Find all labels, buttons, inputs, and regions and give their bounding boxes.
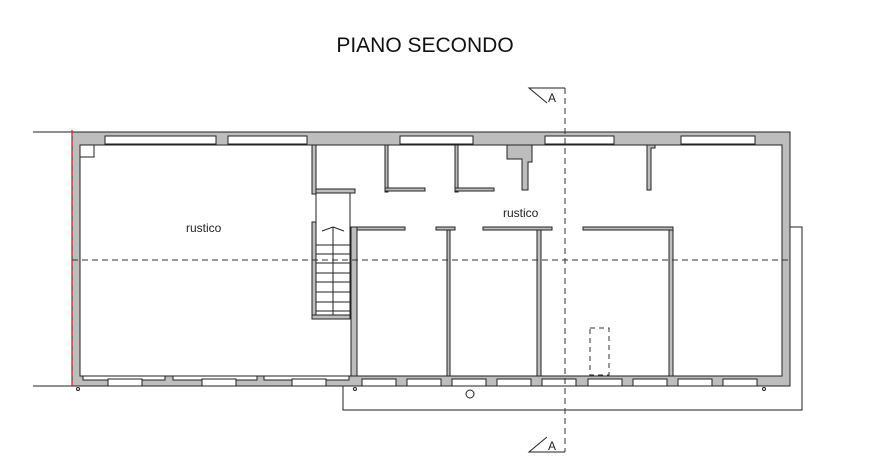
room-label: rustico [186,221,222,235]
wall [311,221,317,320]
wall [454,144,459,193]
window [541,378,577,387]
room-label: rustico [503,206,539,220]
wall [384,187,426,192]
balcony-outline [342,226,803,411]
wall [435,226,456,231]
window [406,378,442,387]
window [361,378,397,387]
hidden-element-outline [589,327,610,376]
window [587,378,623,387]
window [399,135,474,145]
wall [646,144,656,191]
drawing-title: PIANO SECONDO [336,34,514,57]
section-marker-bottom-icon [527,436,565,453]
window [227,135,308,145]
wall [482,226,553,231]
window [201,378,237,387]
window [544,135,615,145]
corner-shaft [79,144,95,158]
wall [454,187,495,192]
bottom-windows [82,375,758,387]
wall [536,229,542,377]
window [451,378,487,387]
window [722,378,758,387]
downpipe-symbol [353,387,357,391]
section-marker-top-icon [527,87,565,104]
section-label-bottom: A [548,439,556,453]
wall [582,226,674,231]
window [680,135,756,145]
wall [668,229,674,377]
interior-walls [311,144,674,377]
exterior-wall [71,131,791,387]
downpipe-symbol [762,387,766,391]
pillar [506,144,533,191]
window [632,378,668,387]
wall [446,229,451,377]
stair-arrow-icon [321,226,345,232]
top-windows [104,135,756,145]
wall [311,314,351,320]
wall [350,226,358,377]
wall [311,144,317,195]
window [291,378,327,387]
window [104,135,217,145]
wall [315,188,356,194]
window [677,378,713,387]
downpipe-symbol [76,387,80,391]
window [107,378,143,387]
staircase [315,192,351,316]
wall [356,226,406,231]
section-label-top: A [548,91,556,105]
window [496,378,532,387]
drain-symbol [465,389,475,399]
wall [384,144,389,193]
